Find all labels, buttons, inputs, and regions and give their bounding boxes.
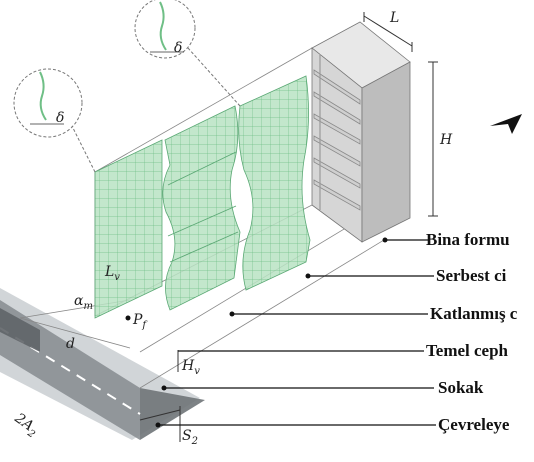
dim-S2: S2: [182, 428, 198, 447]
dark-block: [0, 308, 40, 352]
delta-2: δ: [174, 40, 182, 56]
label-building-form: Bina formu: [426, 230, 510, 249]
free-form-facade-panel: [238, 75, 311, 291]
dim-d: d: [66, 336, 75, 352]
road-edge: [140, 388, 205, 440]
point-pf: [125, 315, 131, 321]
label-leaders: [158, 239, 436, 426]
dim-L: L: [389, 10, 399, 26]
dim-Lv: Lv: [104, 264, 120, 283]
label-street: Sokak: [438, 378, 484, 397]
callout-detail-1: [13, 68, 96, 173]
building-shelf: [311, 21, 411, 243]
label-surrounding: Çevreleye: [438, 415, 510, 434]
label-base-facade: Temel ceph: [426, 341, 509, 360]
delta-1: δ: [56, 110, 64, 126]
label-free-form: Serbest ci: [436, 266, 507, 285]
point-Pf: Pf: [132, 312, 148, 331]
leader-dots: [155, 237, 388, 428]
base-facade-panel: [94, 139, 163, 319]
folded-facade-panel: [162, 105, 241, 311]
dim-H: H: [439, 132, 453, 148]
north-arrow-icon: [490, 114, 522, 134]
callout-detail-2: [134, 0, 241, 107]
angle-alpha: αm: [74, 293, 93, 312]
label-folded: Katlanmış c: [430, 304, 518, 323]
dimension-lines: [139, 12, 438, 442]
dim-Hv: Hv: [181, 358, 200, 377]
dim-2A2: 2A2: [9, 410, 42, 441]
